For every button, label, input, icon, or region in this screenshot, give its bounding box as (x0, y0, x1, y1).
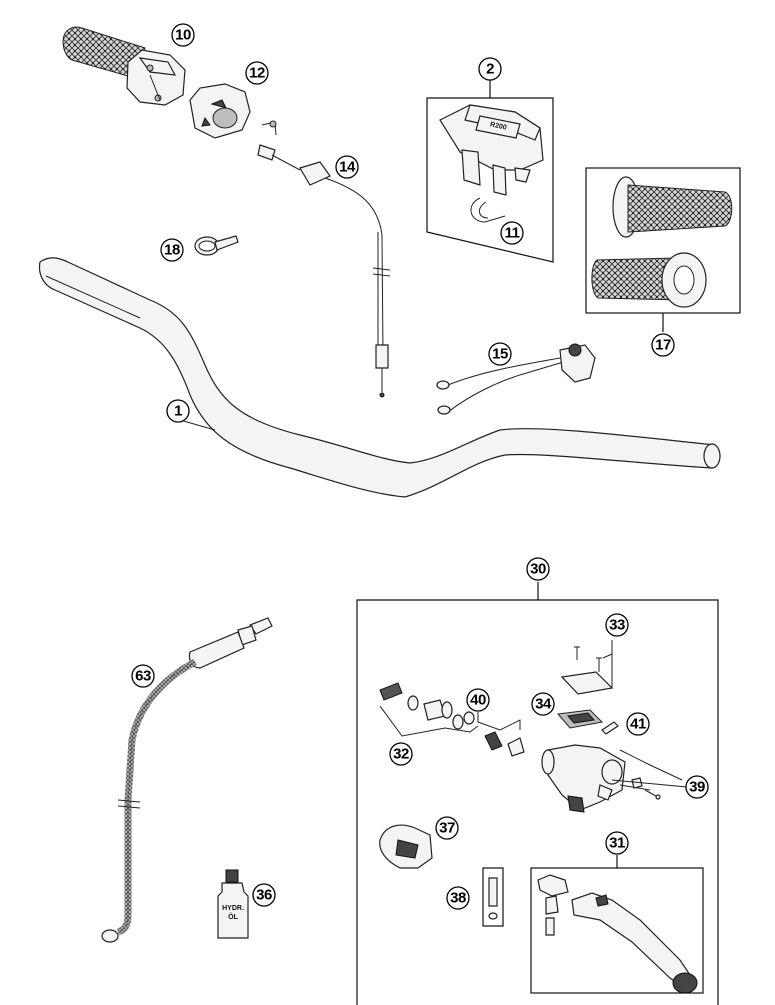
bottle-label-line2: ÖL (228, 912, 238, 921)
svg-text:12: 12 (249, 65, 265, 82)
svg-text:34: 34 (535, 696, 552, 713)
svg-text:11: 11 (505, 225, 520, 242)
callout-32: 32 (389, 742, 413, 766)
svg-text:18: 18 (164, 242, 180, 259)
hydraulic-oil-bottle: HYDR. ÖL (217, 869, 249, 939)
callout-14: 14 (335, 155, 359, 179)
switch-box: R200 (426, 80, 554, 263)
callout-15: 15 (488, 342, 512, 366)
throttle-cover (189, 83, 251, 139)
callout-40: 40 (466, 688, 490, 712)
callout-63: 63 (131, 664, 155, 688)
callout-33: 33 (605, 613, 629, 637)
throttle-grip (62, 26, 186, 106)
callout-38: 38 (446, 886, 470, 910)
handlebar (38, 257, 721, 498)
callout-10: 10 (171, 23, 195, 47)
callout-18: 18 (160, 238, 184, 262)
brake-hose (101, 617, 273, 943)
svg-text:17: 17 (655, 337, 671, 354)
cable-tie (194, 235, 239, 256)
callout-1: 1 (166, 399, 190, 423)
callout-31: 31 (605, 831, 629, 855)
callout-36: 36 (252, 883, 276, 907)
svg-text:10: 10 (175, 27, 191, 44)
callout-12: 12 (245, 61, 269, 85)
throttle-cable (257, 120, 391, 398)
svg-text:63: 63 (135, 668, 151, 685)
leader-lines (179, 419, 688, 788)
svg-text:1: 1 (174, 403, 182, 420)
svg-text:38: 38 (450, 890, 466, 907)
svg-text:33: 33 (609, 617, 625, 634)
callout-11: 11 (500, 221, 524, 245)
callout-17: 17 (651, 333, 675, 357)
kill-switch (436, 343, 596, 415)
svg-text:39: 39 (689, 779, 705, 796)
svg-text:37: 37 (439, 820, 455, 837)
svg-text:15: 15 (492, 346, 508, 363)
svg-text:32: 32 (393, 746, 409, 763)
bottle-label-line1: HYDR. (222, 905, 244, 912)
callout-37: 37 (435, 816, 459, 840)
callout-34: 34 (531, 692, 555, 716)
master-cylinder-box (356, 582, 719, 1005)
svg-text:R200: R200 (489, 121, 507, 131)
callout-41: 41 (626, 712, 650, 736)
callout-30: 30 (526, 557, 550, 581)
svg-text:30: 30 (530, 561, 546, 578)
grips-box (585, 167, 741, 332)
callout-2: 2 (478, 57, 502, 81)
svg-text:36: 36 (256, 887, 272, 904)
svg-text:14: 14 (339, 159, 356, 176)
svg-text:2: 2 (486, 61, 494, 78)
svg-text:31: 31 (609, 835, 625, 852)
svg-text:40: 40 (470, 692, 486, 709)
callout-39: 39 (685, 775, 709, 799)
svg-text:41: 41 (630, 716, 646, 733)
